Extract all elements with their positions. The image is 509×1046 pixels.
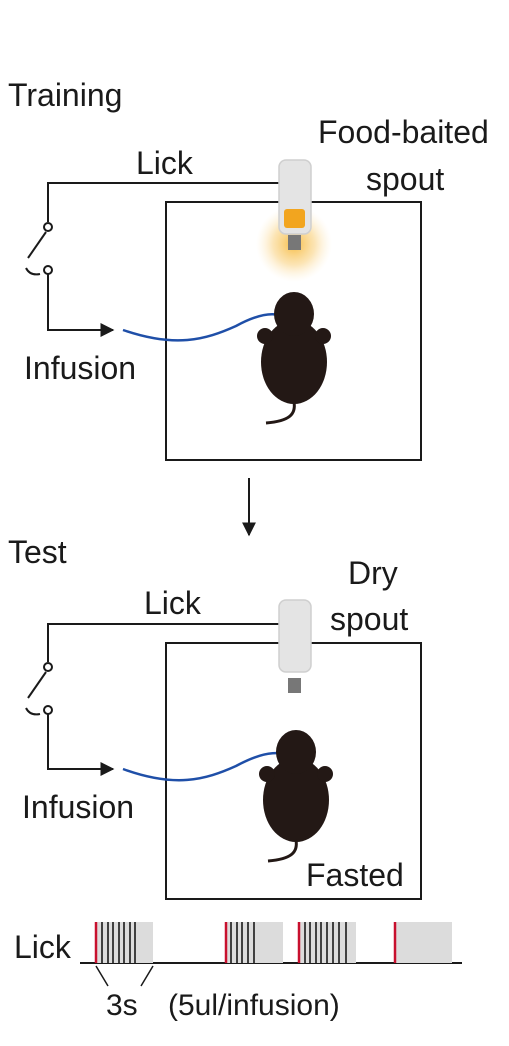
training-spout-tip	[288, 235, 301, 250]
test-switch-arc	[25, 707, 41, 716]
test-title: Test	[8, 534, 67, 570]
raster-dose-label: (5ul/infusion)	[168, 989, 340, 1022]
training-infusion-arrow	[47, 274, 115, 337]
test-panel: Test Lick Dry spout Infusion Fasted	[8, 534, 422, 900]
test-state-label: Fasted	[306, 857, 404, 893]
test-infusion-arrow	[47, 714, 115, 776]
training-switch-arc	[25, 267, 41, 276]
lick-events	[101, 922, 347, 963]
test-spout-tip	[288, 678, 301, 693]
raster-row-label: Lick	[14, 929, 72, 965]
test-lick-wire	[47, 623, 279, 662]
lick-raster: Lick	[14, 922, 462, 1022]
raster-window-label: 3s	[106, 989, 138, 1022]
training-panel: Training Lick Food-baited spout Infusion	[8, 77, 489, 461]
test-spout-icon	[278, 599, 312, 673]
training-mouse-icon	[257, 292, 331, 425]
test-switch-contact-bottom	[43, 705, 53, 715]
test-lick-label: Lick	[144, 585, 202, 621]
training-infusion-label: Infusion	[24, 350, 136, 386]
training-title: Training	[8, 77, 122, 113]
training-lick-wire	[47, 182, 280, 222]
test-infusion-label: Infusion	[22, 789, 134, 825]
training-food-bait	[284, 209, 305, 228]
test-spout-label-line2: spout	[330, 601, 408, 637]
training-lick-label: Lick	[136, 145, 194, 181]
training-switch-contact-bottom	[43, 265, 53, 275]
training-switch-contact-top	[43, 222, 53, 232]
test-switch-lever	[27, 671, 47, 699]
test-spout-label-line1: Dry	[348, 555, 398, 591]
training-switch-lever	[27, 231, 47, 259]
training-spout-label-line1: Food-baited	[318, 114, 489, 150]
window-bracket	[95, 965, 154, 987]
infusion-window	[394, 922, 452, 963]
test-switch-contact-top	[43, 662, 53, 672]
test-mouse-icon	[259, 730, 333, 863]
training-spout-label-line2: spout	[366, 161, 444, 197]
